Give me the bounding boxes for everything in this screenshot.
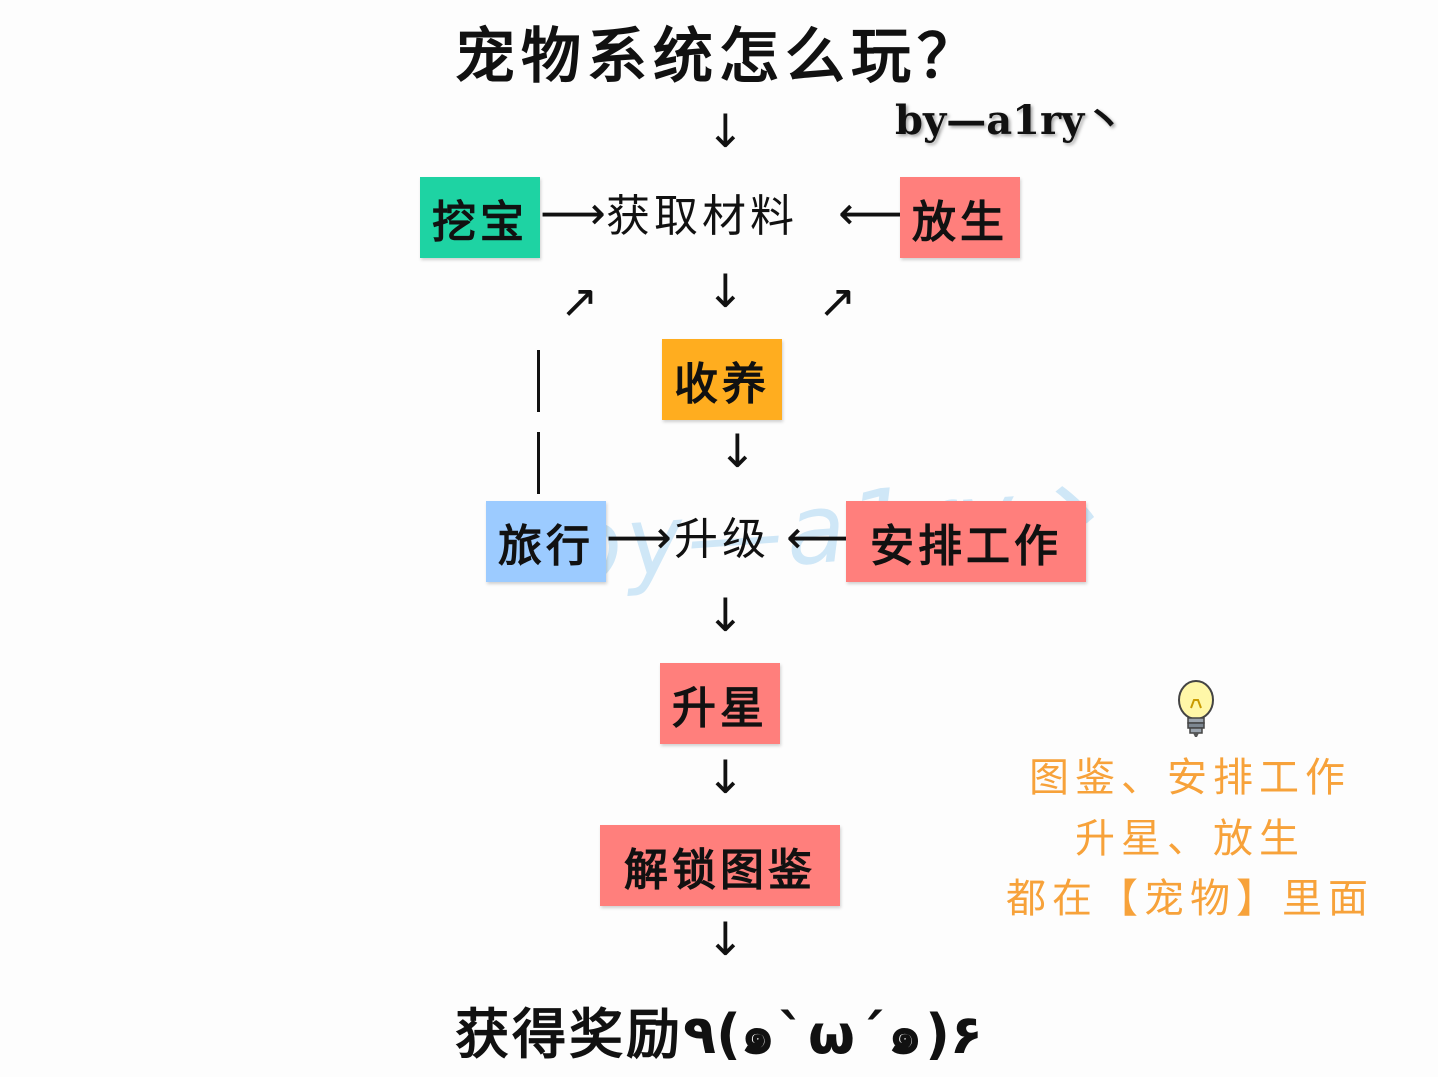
- node-raise: 收养: [662, 339, 782, 420]
- node-dig: 挖宝: [420, 177, 540, 258]
- note-line-3: 都在【宠物】里面: [1006, 876, 1374, 922]
- arrow-down-raise: ↓: [718, 424, 757, 478]
- node-assign-work: 安排工作: [846, 501, 1086, 582]
- line-travel-up-2: [537, 432, 540, 494]
- note-line-2: 升星、放生: [1075, 816, 1305, 862]
- note-line-1: 图鉴、安排工作: [1029, 755, 1351, 801]
- line-travel-up-1: [537, 350, 540, 412]
- node-upgrade: 升级: [674, 514, 770, 565]
- arrow-down-star: ↓: [706, 750, 745, 804]
- arrow-left-release: ⟵: [838, 186, 904, 240]
- arrow-left-work: ⟵: [786, 510, 852, 564]
- arrow-right-travel: ⟶: [606, 510, 672, 564]
- arrow-diag-left: ↗: [560, 274, 599, 328]
- page-title: 宠物系统怎么玩？: [455, 22, 983, 92]
- arrow-right-dig: ⟶: [540, 186, 606, 240]
- arrow-down-title: ↓: [706, 104, 745, 158]
- arrow-down-upgrade: ↓: [706, 588, 745, 642]
- arrow-down-collection: ↓: [706, 912, 745, 966]
- arrow-diag-right: ↗: [818, 274, 857, 328]
- node-unlock-collection: 解锁图鉴: [600, 825, 840, 906]
- node-travel: 旅行: [486, 501, 606, 582]
- node-reward: 获得奖励٩(๑`ω´๑)۶: [455, 1003, 983, 1066]
- lightbulb-icon: [1170, 678, 1222, 740]
- node-star-up: 升星: [660, 663, 780, 744]
- author-signature: by—a1ry丶: [895, 97, 1125, 144]
- node-get-materials: 获取材料: [606, 191, 798, 242]
- arrow-down-materials: ↓: [706, 264, 745, 318]
- node-release: 放生: [900, 177, 1020, 258]
